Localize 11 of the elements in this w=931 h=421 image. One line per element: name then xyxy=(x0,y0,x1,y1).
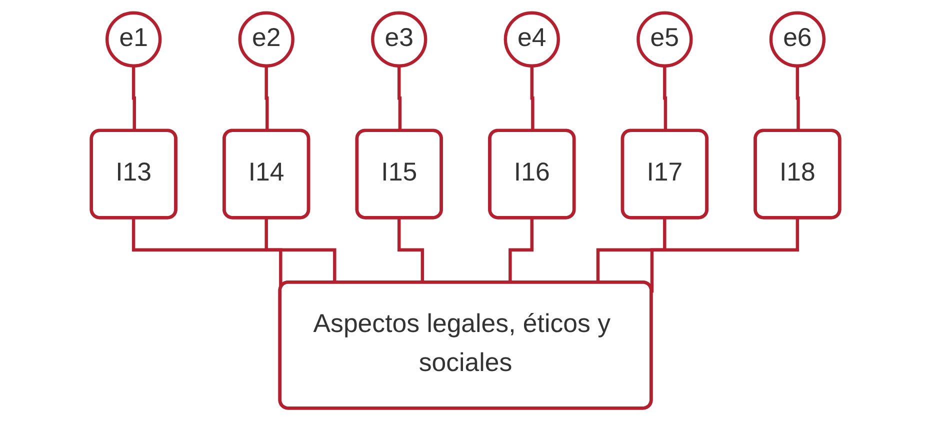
node-circle: e5 xyxy=(636,11,693,68)
connector xyxy=(398,216,424,283)
connector xyxy=(508,216,534,283)
connector xyxy=(650,216,800,293)
node-circle: e1 xyxy=(105,11,162,68)
node-circle: e4 xyxy=(504,11,560,68)
node-circle: e6 xyxy=(769,11,826,68)
node-circle: e2 xyxy=(238,11,294,68)
node-circle: e3 xyxy=(371,11,428,68)
connector xyxy=(596,216,666,283)
connector xyxy=(264,216,336,283)
